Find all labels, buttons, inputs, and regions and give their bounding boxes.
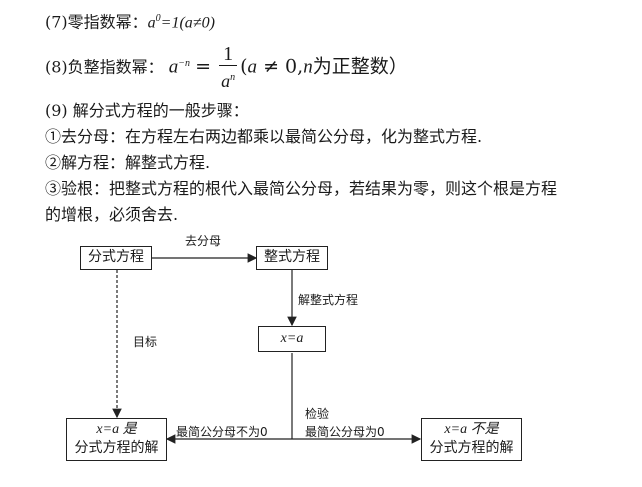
step-2: ②解方程：解整式方程. <box>45 153 211 172</box>
rule-8-cond-n: n <box>303 56 313 78</box>
step-1: ①去分母：在方程左右两边都乘以最简公分母，化为整式方程. <box>45 127 483 146</box>
label-clear-denominator: 去分母 <box>185 234 222 248</box>
is-solution-line-1: x=a 是 <box>96 422 137 437</box>
label-denominator-zero: 最简公分母为0 <box>305 425 385 439</box>
box-not-solution: x=a 不是 分式方程的解 <box>421 418 522 461</box>
not-solution-line-2: 分式方程的解 <box>429 440 514 456</box>
rule-8-num: 1 <box>219 43 238 66</box>
rule-7-eq: =1 <box>160 14 180 32</box>
box-root: x=a <box>258 326 326 352</box>
label-goal: 目标 <box>133 335 158 349</box>
rule-8-cond-rel: ≠ 0, <box>257 55 304 78</box>
rule-8-cond-open: ( <box>240 55 248 78</box>
rule-7-label: (7)零指数幂： <box>45 12 148 32</box>
box-is-solution: x=a 是 分式方程的解 <box>66 418 167 461</box>
rule-9-title: (9) 解分式方程的一般步骤： <box>45 101 249 120</box>
not-solution-line-1: x=a 不是 <box>444 422 499 437</box>
rule-7: (7)零指数幂：a0=1(a≠0) <box>45 8 215 34</box>
rule-8-cond-a: a <box>247 56 258 78</box>
label-check: 检验 <box>305 407 330 421</box>
label-solve-polynomial: 解整式方程 <box>298 293 359 307</box>
rule-8-den-base: a <box>221 70 231 91</box>
step-3-cont: 的增根，必须舍去. <box>45 205 179 224</box>
rule-8-den-exp: n <box>230 71 236 83</box>
rule-8-fraction: 1 an <box>219 43 238 93</box>
rule-8-label: (8)负整指数幂： <box>45 57 164 77</box>
rule-8-cond-text: 为正整数） <box>312 55 408 78</box>
step-3: ③验根：把整式方程的根代入最简公分母，若结果为零，则这个根是方程 <box>45 179 558 198</box>
box-polynomial-equation: 整式方程 <box>256 246 328 270</box>
rule-8-lhs-exp: −n <box>178 58 191 69</box>
label-denominator-nonzero: 最简公分母不为0 <box>176 425 268 439</box>
rule-7-exp: 0 <box>155 13 161 24</box>
rule-7-cond: (a≠0) <box>179 14 215 32</box>
box-fraction-equation: 分式方程 <box>80 246 152 270</box>
rule-7-base: a <box>147 14 156 32</box>
rule-8-eq: = <box>195 55 212 78</box>
is-solution-line-2: 分式方程的解 <box>74 440 159 456</box>
rule-8-lhs-base: a <box>168 56 179 78</box>
